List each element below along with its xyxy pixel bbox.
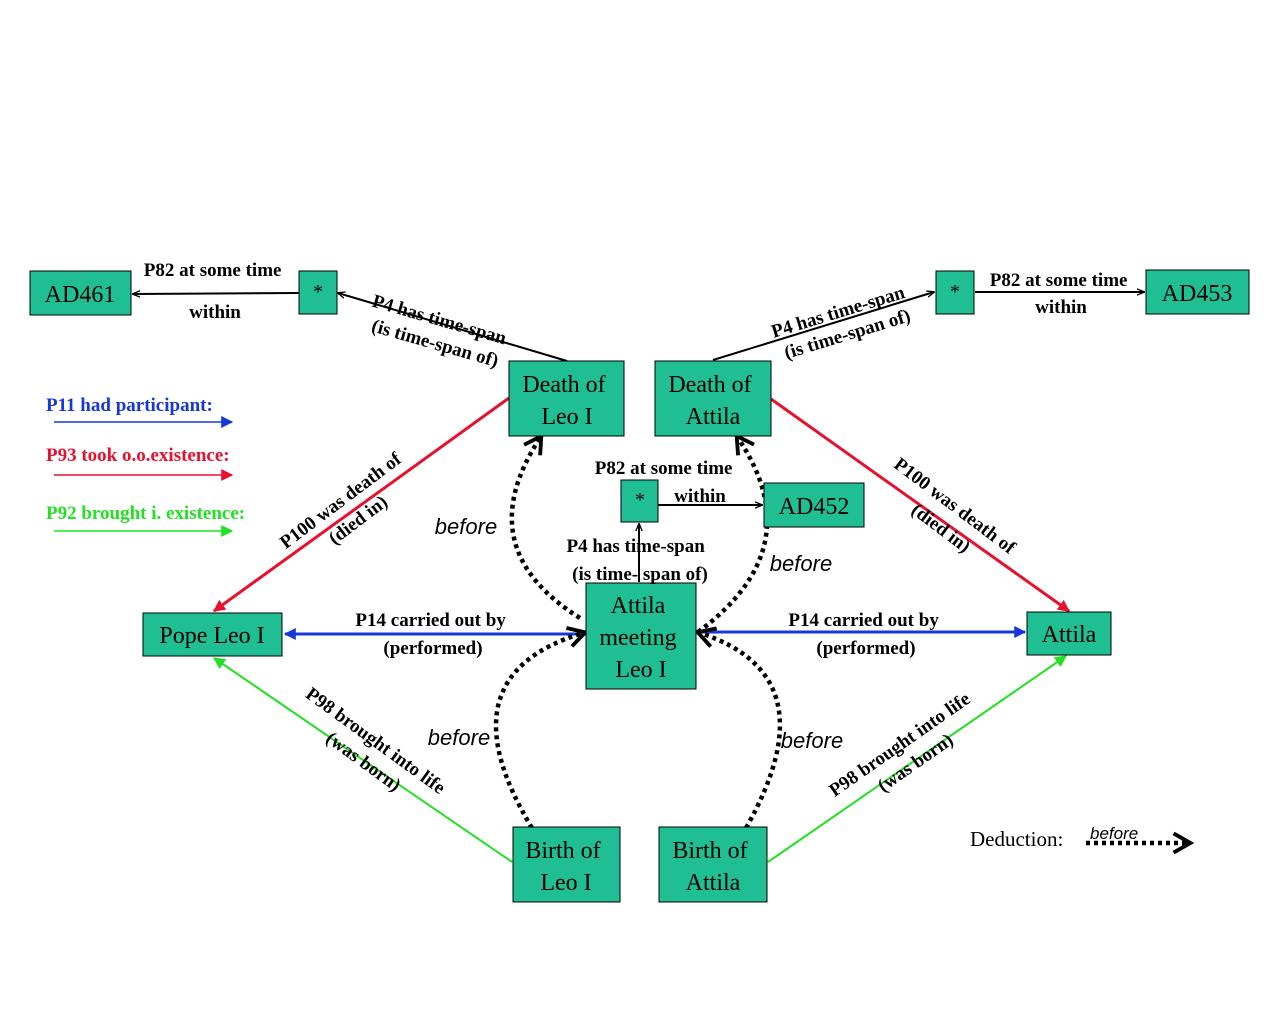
label-p14-right-line-1: P14 carried out by (788, 610, 939, 631)
node-birth-of-leo: Birth of Leo I (512, 826, 621, 903)
node-star-mid-line-1: * (635, 489, 645, 511)
p100-right-arrow (770, 397, 1070, 613)
node-birth-of-leo-line-1: Birth of (525, 838, 600, 864)
label-p14-left-line-2: (performed) (383, 638, 482, 659)
p4-right-arrow (712, 292, 934, 361)
label-p82-right-line-1: P82 at some time (990, 270, 1128, 291)
label-p100-left: P100 was death of (died in) (276, 446, 425, 574)
svg-text:AD453: AD453 (1162, 281, 1233, 307)
label-p4-mid-line-2: (is time- span of) (572, 564, 708, 585)
node-death-of-attila-line-2: Attila (686, 404, 741, 430)
label-p4-mid-line-1: P4 has time-span (566, 536, 705, 557)
before-arc-meeting-to-death-attila (696, 432, 770, 634)
node-pope-leo-i-line-1: Pope Leo I (159, 623, 264, 649)
svg-text:Attila: Attila (1042, 622, 1097, 648)
label-p14-right: P14 carried out by (performed) (788, 610, 943, 659)
before-label-2: before (770, 551, 832, 576)
node-birth-of-attila: Birth of Attila (658, 826, 768, 903)
node-ad452: AD452 (763, 482, 865, 528)
node-star-left-line-1: * (313, 281, 323, 303)
node-ad452-line-1: AD452 (779, 494, 850, 520)
node-death-of-leo: Death of Leo I (508, 360, 625, 437)
label-p82-mid-line-2: within (674, 486, 726, 507)
label-p14-left-line-1: P14 carried out by (355, 610, 506, 631)
node-ad461-line-1: AD461 (45, 282, 116, 308)
before-arc-birth-attila-to-meeting (694, 626, 783, 830)
svg-text:*: * (950, 281, 960, 303)
label-p82-mid: P82 at some time within (595, 458, 737, 507)
node-ad453-line-1: AD453 (1162, 281, 1233, 307)
svg-text:Birth of Leo I: Birth of Leo I (525, 838, 606, 896)
svg-text:AD461: AD461 (45, 282, 116, 308)
before-label-1: before (435, 514, 497, 539)
p98-left-arrow (213, 657, 513, 863)
deduction-before-label: before (1090, 824, 1138, 843)
label-p98-right: P98 brought into life (was born) (825, 686, 991, 821)
node-ad453: AD453 (1145, 269, 1250, 315)
node-meeting-line-3: Leo I (615, 657, 666, 683)
node-meeting-line-2: meeting (599, 625, 676, 651)
label-p82-left: P82 at some time within (144, 260, 286, 323)
node-star-right-line-1: * (950, 281, 960, 303)
svg-text:*: * (635, 489, 645, 511)
label-p4-left: P4 has time-span (is time-span of) (363, 291, 513, 374)
node-ad461: AD461 (29, 270, 132, 316)
p98-right-arrow (767, 655, 1067, 863)
node-attila: Attila (1026, 611, 1112, 656)
svg-text:Death of Attila: Death of Attila (668, 372, 757, 430)
legend-p11-label: P11 had participant: (46, 395, 213, 416)
deduction-label: Deduction: (970, 827, 1063, 851)
label-p82-mid-line-1: P82 at some time (595, 458, 733, 479)
node-attila-meeting-leo: Attila meeting Leo I (585, 582, 697, 690)
svg-text:Death of Leo I: Death of Leo I (522, 372, 611, 430)
label-p82-right: P82 at some time within (990, 270, 1132, 318)
deduction-legend: Deduction: before (970, 824, 1195, 855)
node-star-mid: * (620, 479, 659, 523)
label-p98-left: P98 brought into life (was born) (287, 684, 452, 821)
node-star-left: * (298, 270, 338, 315)
node-death-of-attila: Death of Attila (654, 360, 772, 437)
node-birth-of-leo-line-2: Leo I (540, 870, 591, 896)
legend-p93-label: P93 took o.o.existence: (46, 445, 230, 466)
node-pope-leo-i: Pope Leo I (142, 612, 283, 657)
connectors (133, 292, 1144, 863)
p4-left-arrow (338, 293, 568, 362)
node-birth-of-attila-line-2: Attila (686, 870, 741, 896)
before-label-3: before (428, 725, 490, 750)
node-death-of-attila-line-1: Death of (668, 372, 751, 398)
svg-text:Attila meeting Leo: Attila meeting Leo I (599, 593, 682, 683)
label-p4-mid: P4 has time-span (is time- span of) (566, 536, 709, 585)
node-death-of-leo-line-1: Death of (522, 372, 605, 398)
node-attila-line-1: Attila (1042, 622, 1097, 648)
node-birth-of-attila-line-1: Birth of (672, 838, 747, 864)
svg-text:AD452: AD452 (779, 494, 850, 520)
svg-text:Pope Leo I: Pope Leo I (159, 623, 264, 649)
before-label-4: before (781, 728, 843, 753)
svg-text:Birth of Attila: Birth of Attila (672, 838, 753, 896)
legend-p92-label: P92 brought i. existence: (46, 503, 245, 524)
before-arc-meeting-to-death-leo (509, 432, 582, 620)
label-p14-left: P14 carried out by (performed) (355, 610, 510, 659)
label-p82-right-line-2: within (1035, 297, 1087, 318)
p82-left-arrow (133, 293, 300, 294)
node-meeting-line-1: Attila (611, 593, 666, 619)
p100-left-arrow (213, 396, 510, 613)
node-death-of-leo-line-2: Leo I (541, 404, 592, 430)
label-p82-left-line-1: P82 at some time (144, 260, 282, 281)
label-p4-right: P4 has time-span (is time-span of) (769, 281, 919, 366)
svg-text:*: * (313, 281, 323, 303)
legend: P11 had participant: P93 took o.o.existe… (46, 395, 245, 537)
node-star-right: * (935, 270, 975, 315)
label-p82-left-line-2: within (189, 302, 241, 323)
before-arc-birth-leo-to-meeting (493, 626, 590, 830)
label-p14-right-line-2: (performed) (816, 638, 915, 659)
